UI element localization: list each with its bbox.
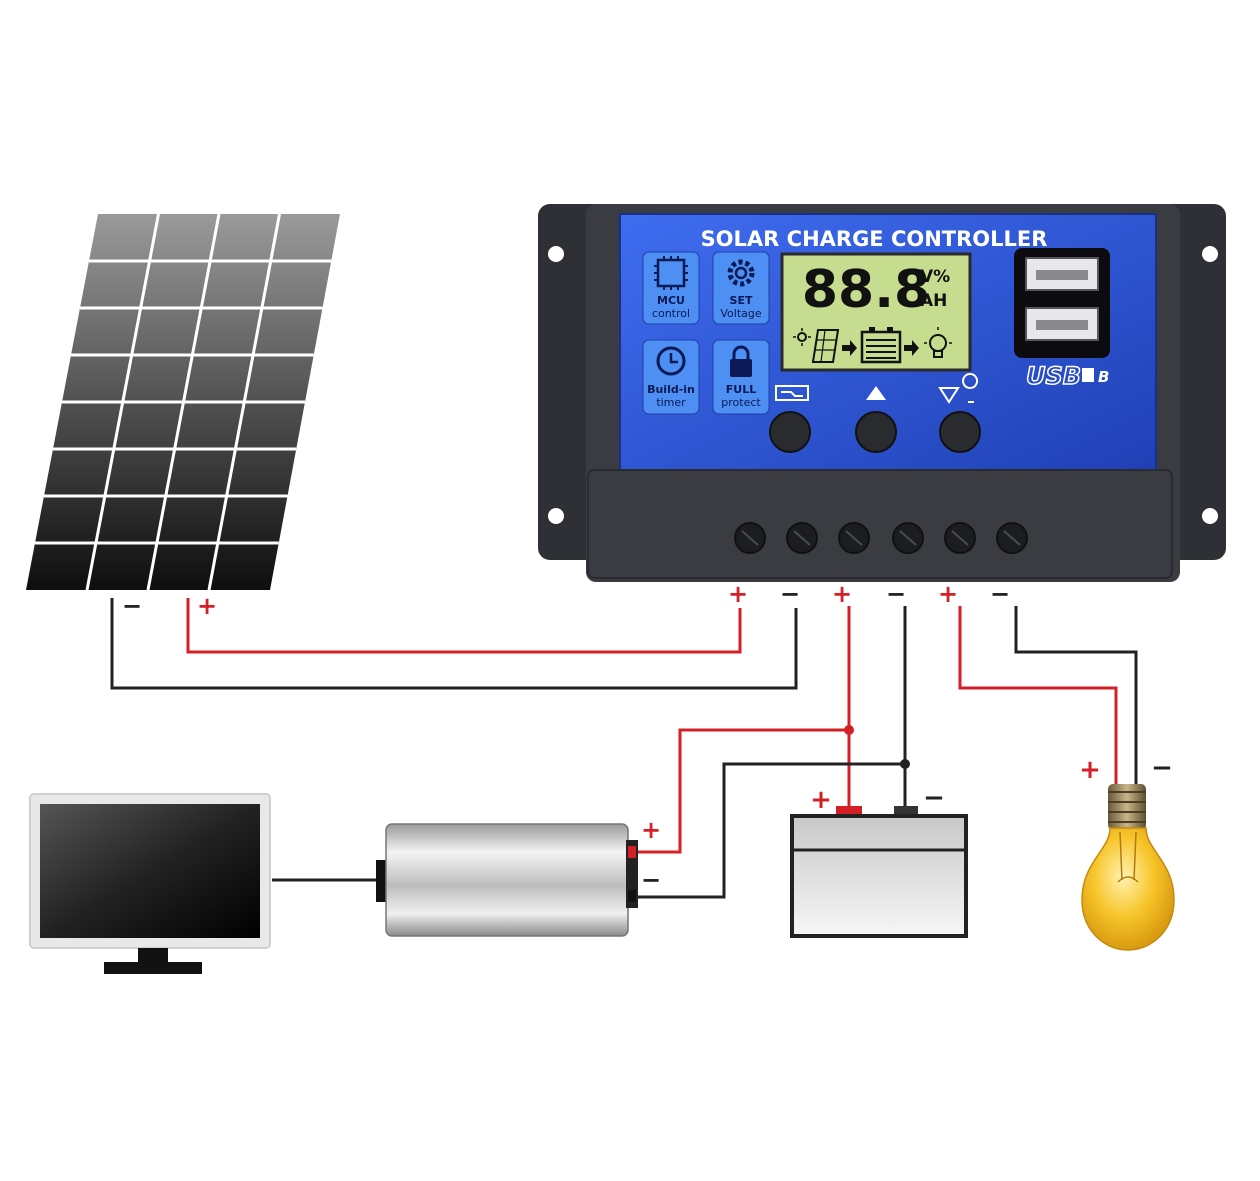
inverter-negative-label: −	[641, 866, 661, 894]
terminal-polarity-label: −	[990, 580, 1010, 608]
menu-symbol-icon	[775, 385, 809, 401]
junction-negative	[900, 759, 910, 769]
feature-set-voltage: SET Voltage	[712, 251, 770, 325]
feature-protect-line1: FULL	[726, 383, 756, 396]
wire-panel-positive	[186, 598, 742, 654]
inverter-positive-label: +	[641, 816, 661, 844]
lcd-display: 88.8 V% AH	[780, 252, 972, 372]
feature-full-protect: FULL protect	[712, 339, 770, 415]
mount-hole-br	[1202, 508, 1218, 524]
terminal-screws	[734, 522, 1028, 554]
controller-title: SOLAR CHARGE CONTROLLER	[701, 227, 1048, 251]
usb-label: USB	[1026, 362, 1081, 390]
bulb-glass	[1081, 827, 1175, 951]
usb-ports: USB B	[1014, 248, 1110, 391]
charge-controller: SOLAR CHARGE CONTROLLER MCU control SET …	[538, 204, 1226, 582]
terminal-screw-slot	[899, 530, 917, 546]
feature-mcu-line2: control	[652, 307, 690, 320]
feature-set-line1: SET	[730, 294, 753, 307]
terminal-screw-slot	[1003, 530, 1021, 546]
monitor-screen	[40, 804, 260, 938]
wires	[110, 598, 1138, 899]
bulb-symbol-icon	[962, 373, 979, 403]
wire-inverter-positive	[636, 728, 849, 854]
arrow-icon-2	[904, 340, 919, 356]
terminal-labels: + − + − + −	[728, 580, 1010, 608]
monitor-neck	[138, 948, 168, 964]
clock-icon	[656, 346, 686, 376]
feature-timer: Build-in timer	[642, 339, 700, 415]
lcd-panel-icon	[811, 329, 840, 363]
bulb-base	[1108, 784, 1146, 830]
usb-suffix: B	[1098, 368, 1109, 386]
menu-button[interactable]	[769, 411, 811, 453]
inverter-negative-terminal	[628, 890, 636, 902]
feature-mcu-line1: MCU	[657, 294, 685, 307]
button-symbols	[775, 373, 979, 404]
feature-mcu-control: MCU control	[642, 251, 700, 325]
terminal-polarity-label: +	[832, 580, 852, 608]
mount-hole-tl	[548, 246, 564, 262]
gear-icon	[727, 259, 755, 287]
panel-negative-label: −	[122, 592, 142, 620]
feature-timer-line2: timer	[656, 396, 686, 409]
solar-panel-grid	[35, 213, 332, 591]
wire-load-positive	[958, 606, 1118, 790]
panel-positive-label: +	[197, 592, 217, 620]
solar-panel	[26, 213, 340, 591]
down-button[interactable]	[939, 411, 981, 453]
terminal-screw-slot	[741, 530, 759, 546]
bulb-positive-label: +	[1079, 755, 1101, 785]
wire-panel-negative	[110, 598, 798, 690]
sun-icon	[797, 332, 807, 342]
bulb-filament	[1117, 831, 1139, 883]
terminal-polarity-label: +	[728, 580, 748, 608]
lcd-battery-icon	[860, 330, 902, 364]
terminal-polarity-label: +	[938, 580, 958, 608]
terminal-screw-slot	[951, 530, 969, 546]
junction-positive	[844, 725, 854, 735]
wire-load-negative	[1014, 606, 1138, 790]
arrow-icon	[842, 340, 857, 356]
lcd-digits: 88.8	[802, 260, 930, 320]
feature-set-line2: Voltage	[720, 307, 761, 320]
wire-inverter-negative	[636, 762, 905, 899]
battery-positive-label: +	[810, 785, 832, 815]
up-arrow-icon	[866, 386, 886, 400]
light-bulb	[1081, 784, 1175, 951]
battery	[790, 806, 968, 938]
lcd-status-icons	[793, 327, 952, 364]
mount-hole-bl	[548, 508, 564, 524]
mount-hole-tr	[1202, 246, 1218, 262]
terminal-screw-slot	[845, 530, 863, 546]
inverter	[376, 823, 638, 937]
feature-protect-line2: protect	[721, 396, 761, 409]
terminal-polarity-label: −	[886, 580, 906, 608]
monitor	[29, 793, 271, 974]
terminal-screw-slot	[793, 530, 811, 546]
bulb-negative-label: −	[1151, 753, 1173, 783]
down-arrow-icon	[938, 387, 960, 404]
monitor-base	[104, 962, 202, 974]
battery-negative-label: −	[923, 783, 945, 813]
terminal-polarity-label: −	[780, 580, 800, 608]
up-button[interactable]	[855, 411, 897, 453]
lcd-unit-bottom: AH	[920, 291, 947, 311]
inverter-positive-terminal	[628, 846, 636, 858]
feature-timer-line1: Build-in	[647, 383, 695, 396]
lcd-unit-top: V%	[920, 267, 950, 287]
usb-plug-icon	[1082, 368, 1094, 382]
lock-icon	[730, 345, 752, 377]
